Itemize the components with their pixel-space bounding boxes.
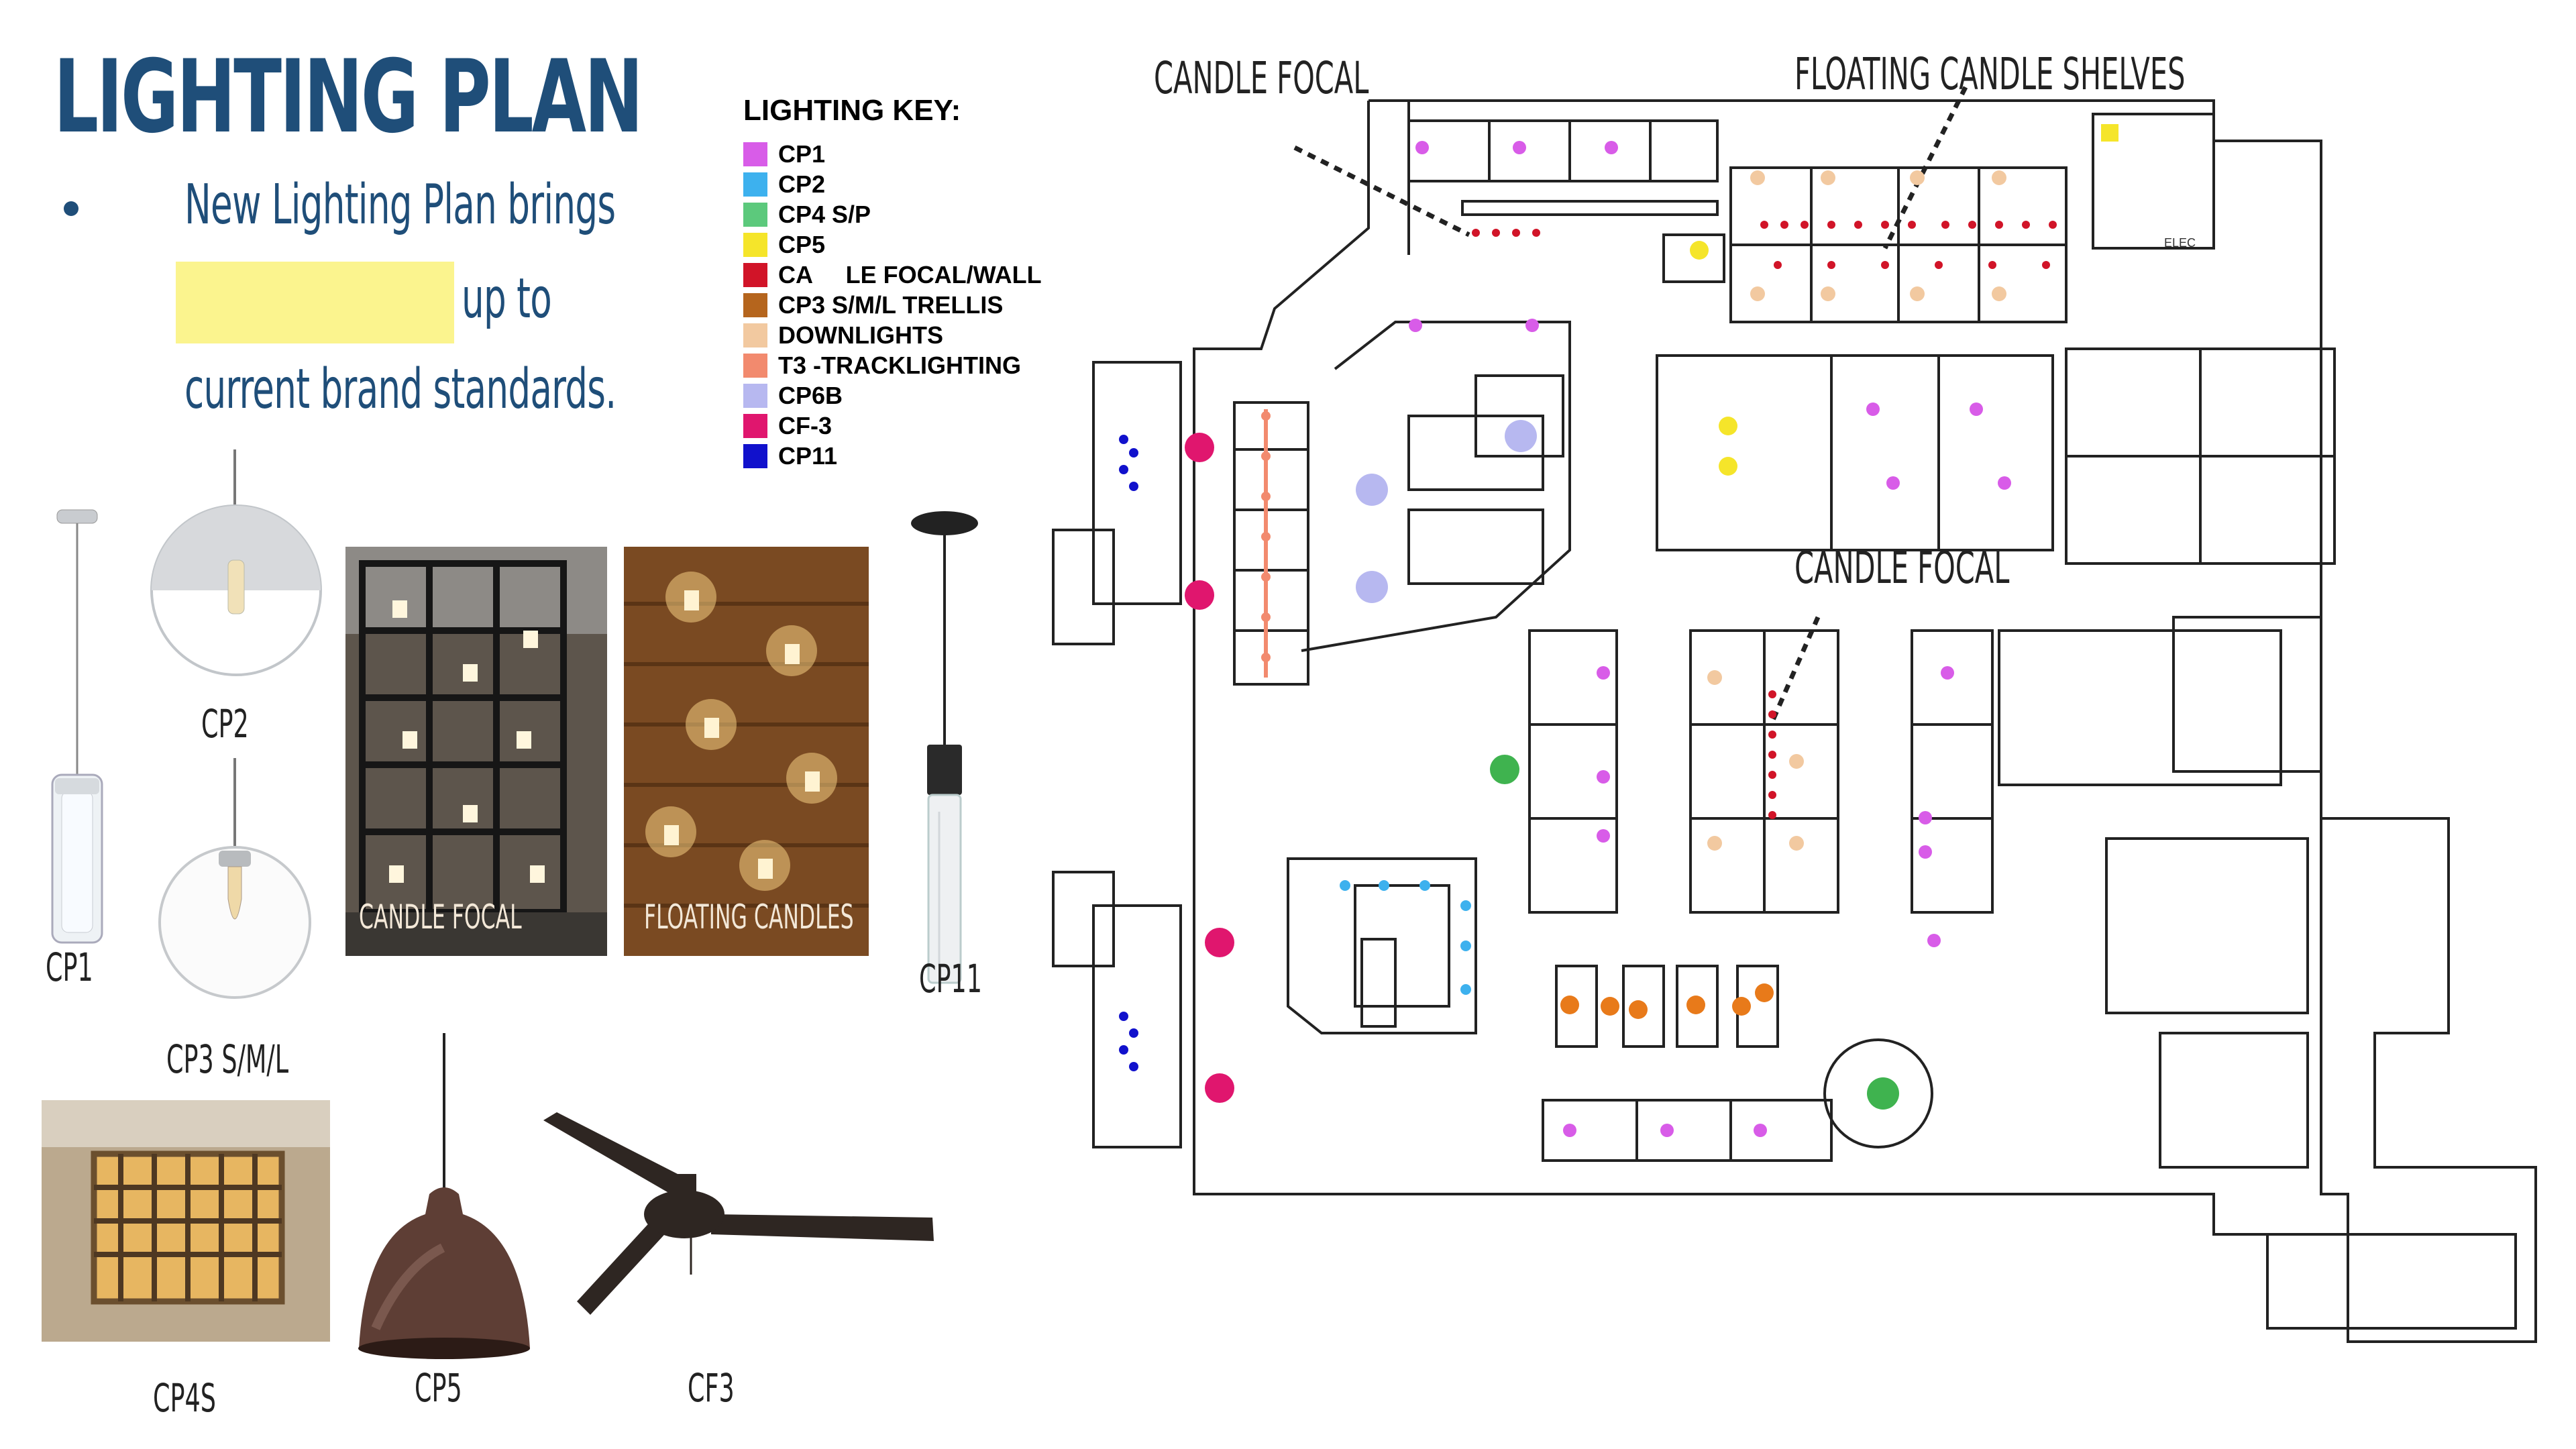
plan-label-candle-focal-mid: CANDLE FOCAL <box>1794 542 2010 594</box>
lighting-key-swatch <box>743 323 767 347</box>
lighting-key-label: CF-3 <box>778 412 832 439</box>
cp5-caption: CP5 <box>415 1365 462 1411</box>
lighting-key-swatch <box>743 172 767 197</box>
plan-leaders <box>1293 86 1968 726</box>
lighting-key-label: T3 -TRACKLIGHTING <box>778 352 1021 379</box>
cp4s-caption: CP4S <box>153 1375 216 1421</box>
lighting-key-item: CP6B <box>743 381 843 411</box>
highlighted-redaction <box>176 262 454 343</box>
lighting-key-swatch <box>743 354 767 378</box>
cp11-caption: CP11 <box>919 956 983 1002</box>
lighting-key-swatch <box>743 233 767 257</box>
lighting-key-swatch <box>743 203 767 227</box>
cf3-caption: CF3 <box>688 1365 735 1411</box>
lighting-key-swatch <box>743 293 767 317</box>
plan-lighting-symbols <box>1119 124 2118 1137</box>
lighting-key-swatch <box>743 384 767 408</box>
lighting-key-item: CP4 S/P <box>743 200 871 229</box>
lighting-key-label: CP2 <box>778 170 826 198</box>
bullet-line-1: New Lighting Plan brings <box>184 173 616 237</box>
cp3-globe-icon <box>158 758 311 999</box>
lighting-key-item: CP1 <box>743 140 825 169</box>
lighting-key-item: CP5 <box>743 230 825 260</box>
lighting-key-swatch <box>743 142 767 166</box>
lighting-key-item: CA LE FOCAL/WALL <box>743 260 1042 290</box>
lighting-key-label: DOWNLIGHTS <box>778 321 943 349</box>
plan-label-candle-focal-top: CANDLE FOCAL <box>1154 52 1369 104</box>
cp5-pendant-icon <box>358 1033 530 1359</box>
cp2-globe-icon <box>150 449 322 676</box>
cp1-pendant-icon <box>51 509 103 944</box>
lighting-key-title: LIGHTING KEY: <box>743 94 961 127</box>
lighting-key-label: CP6B <box>778 382 843 409</box>
cf3-fan-icon <box>543 1112 934 1315</box>
lighting-key-label: CP5 <box>778 231 826 258</box>
floating-candles-photo-caption: FLOATING CANDLES <box>644 898 854 936</box>
lighting-key-label: CP1 <box>778 140 826 168</box>
plan-label-floating-candle-shelves: FLOATING CANDLE SHELVES <box>1794 48 2186 100</box>
lighting-key-item: DOWNLIGHTS <box>743 321 943 350</box>
bullet-line-2: up to <box>462 267 552 331</box>
cp3-caption: CP3 S/M/L <box>166 1036 289 1082</box>
lighting-key-item: CP11 <box>743 441 837 471</box>
lighting-key-item: CP2 <box>743 170 825 199</box>
page-title: LIGHTING PLAN <box>54 39 643 156</box>
candle-focal-photo-caption: CANDLE FOCAL <box>359 898 522 936</box>
cp4s-trellis-photo <box>42 1100 330 1342</box>
floor-plan <box>1052 86 2537 1343</box>
lighting-key-item: CP3 S/M/L TRELLIS <box>743 290 1003 320</box>
lighting-key-swatch <box>743 263 767 287</box>
lighting-key-item: CF-3 <box>743 411 832 441</box>
fixture-illustrations <box>42 449 978 1359</box>
lighting-key-label: CP3 S/M/L TRELLIS <box>778 291 1004 319</box>
cp2-caption: CP2 <box>201 701 249 747</box>
lighting-key-label: CP11 <box>778 442 838 470</box>
lighting-key-swatch <box>743 414 767 438</box>
bullet-dot <box>64 201 78 216</box>
lighting-key-swatch <box>743 444 767 468</box>
lighting-key-label: CP4 S/P <box>778 201 871 228</box>
candle-focal-photo <box>345 547 607 956</box>
lighting-key-item: T3 -TRACKLIGHTING <box>743 351 1021 380</box>
floating-candles-photo <box>624 547 869 956</box>
bullet-line-3: current brand standards. <box>184 358 616 421</box>
cp1-caption: CP1 <box>46 945 93 990</box>
cp11-pendant-icon <box>911 511 978 984</box>
plan-walls <box>1052 99 2537 1343</box>
lighting-key-label: CA LE FOCAL/WALL <box>778 261 1042 288</box>
plan-label-elec: ELEC <box>2164 236 2196 250</box>
